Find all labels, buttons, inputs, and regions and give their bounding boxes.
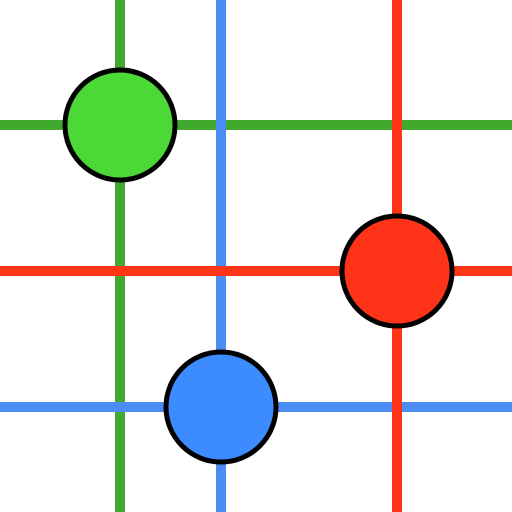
red-piece[interactable] [339,213,455,329]
pieces [62,67,455,465]
blue-piece[interactable] [163,349,279,465]
green-piece[interactable] [62,67,178,183]
